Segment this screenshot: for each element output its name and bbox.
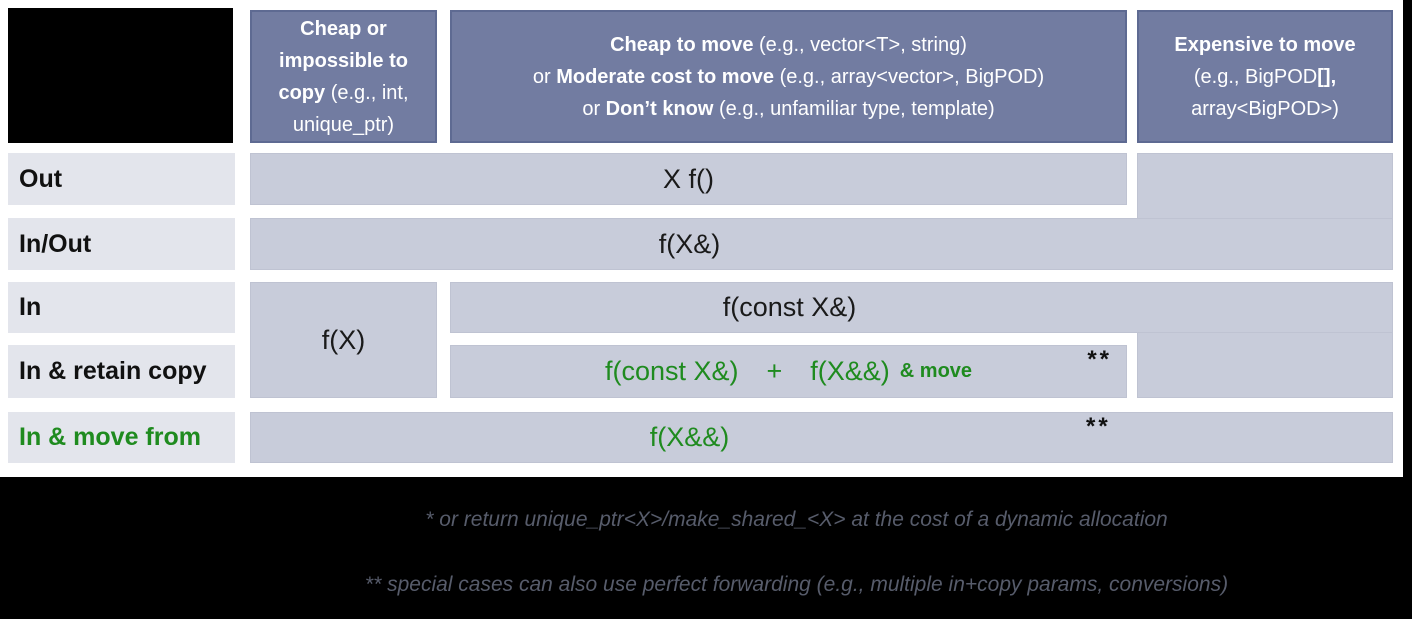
header-expensive-to-move: Expensive to move (e.g., BigPOD[], array… (1137, 10, 1393, 143)
header-line: Cheap to move (e.g., vector<T>, string) (610, 33, 967, 56)
header-line: or Moderate cost to move (e.g., array<ve… (532, 65, 1045, 88)
row-label-in-out: In/Out (8, 218, 235, 270)
footnote-perfect-forwarding: ** special cases can also use perfect fo… (364, 573, 1229, 596)
header-line: array<BigPOD>) (1191, 97, 1339, 120)
corner-block (8, 8, 233, 143)
header-cheap-to-move-or-moderate-or-dont-know: Cheap to move (e.g., vector<T>, string) … (450, 10, 1127, 143)
header-line: (e.g., BigPOD[], (1193, 65, 1337, 88)
double-asterisk-marker: ** (1086, 413, 1111, 440)
header-line: or Don’t know (e.g., unfamiliar type, te… (582, 97, 995, 120)
cell-inout-ref-param: f(X&) (250, 218, 1393, 270)
header-cheap-or-impossible-to-copy: Cheap or impossible to copy (e.g., int, … (250, 10, 437, 143)
cell-out-return-by-value: X f() (250, 153, 1127, 205)
header-line: Cheap or (300, 17, 387, 40)
row-label-out: Out (8, 153, 235, 205)
header-line: unique_ptr) (292, 113, 395, 136)
header-line: Expensive to move (1174, 33, 1356, 56)
cell-in-const-ref: f(const X&) (450, 282, 1393, 333)
header-line: copy (e.g., int, (278, 81, 409, 104)
footnote-dynamic-allocation: * or return unique_ptr<X>/make_shared_<X… (425, 508, 1168, 531)
row-label-in: In (8, 282, 235, 333)
header-line: impossible to (279, 49, 408, 72)
double-asterisk-marker: ** (1087, 346, 1112, 373)
row-label-in-move-from: In & move from (8, 412, 235, 463)
cell-in-move-from-rvalue-ref: f(X&&) ** (250, 412, 1393, 463)
cell-in-retain-copy-overloads: f(const X&) + f(X&&) & move ** (450, 345, 1127, 398)
cell-in-by-value: f(X) (250, 282, 437, 398)
row-label-in-retain-copy: In & retain copy (8, 345, 235, 398)
